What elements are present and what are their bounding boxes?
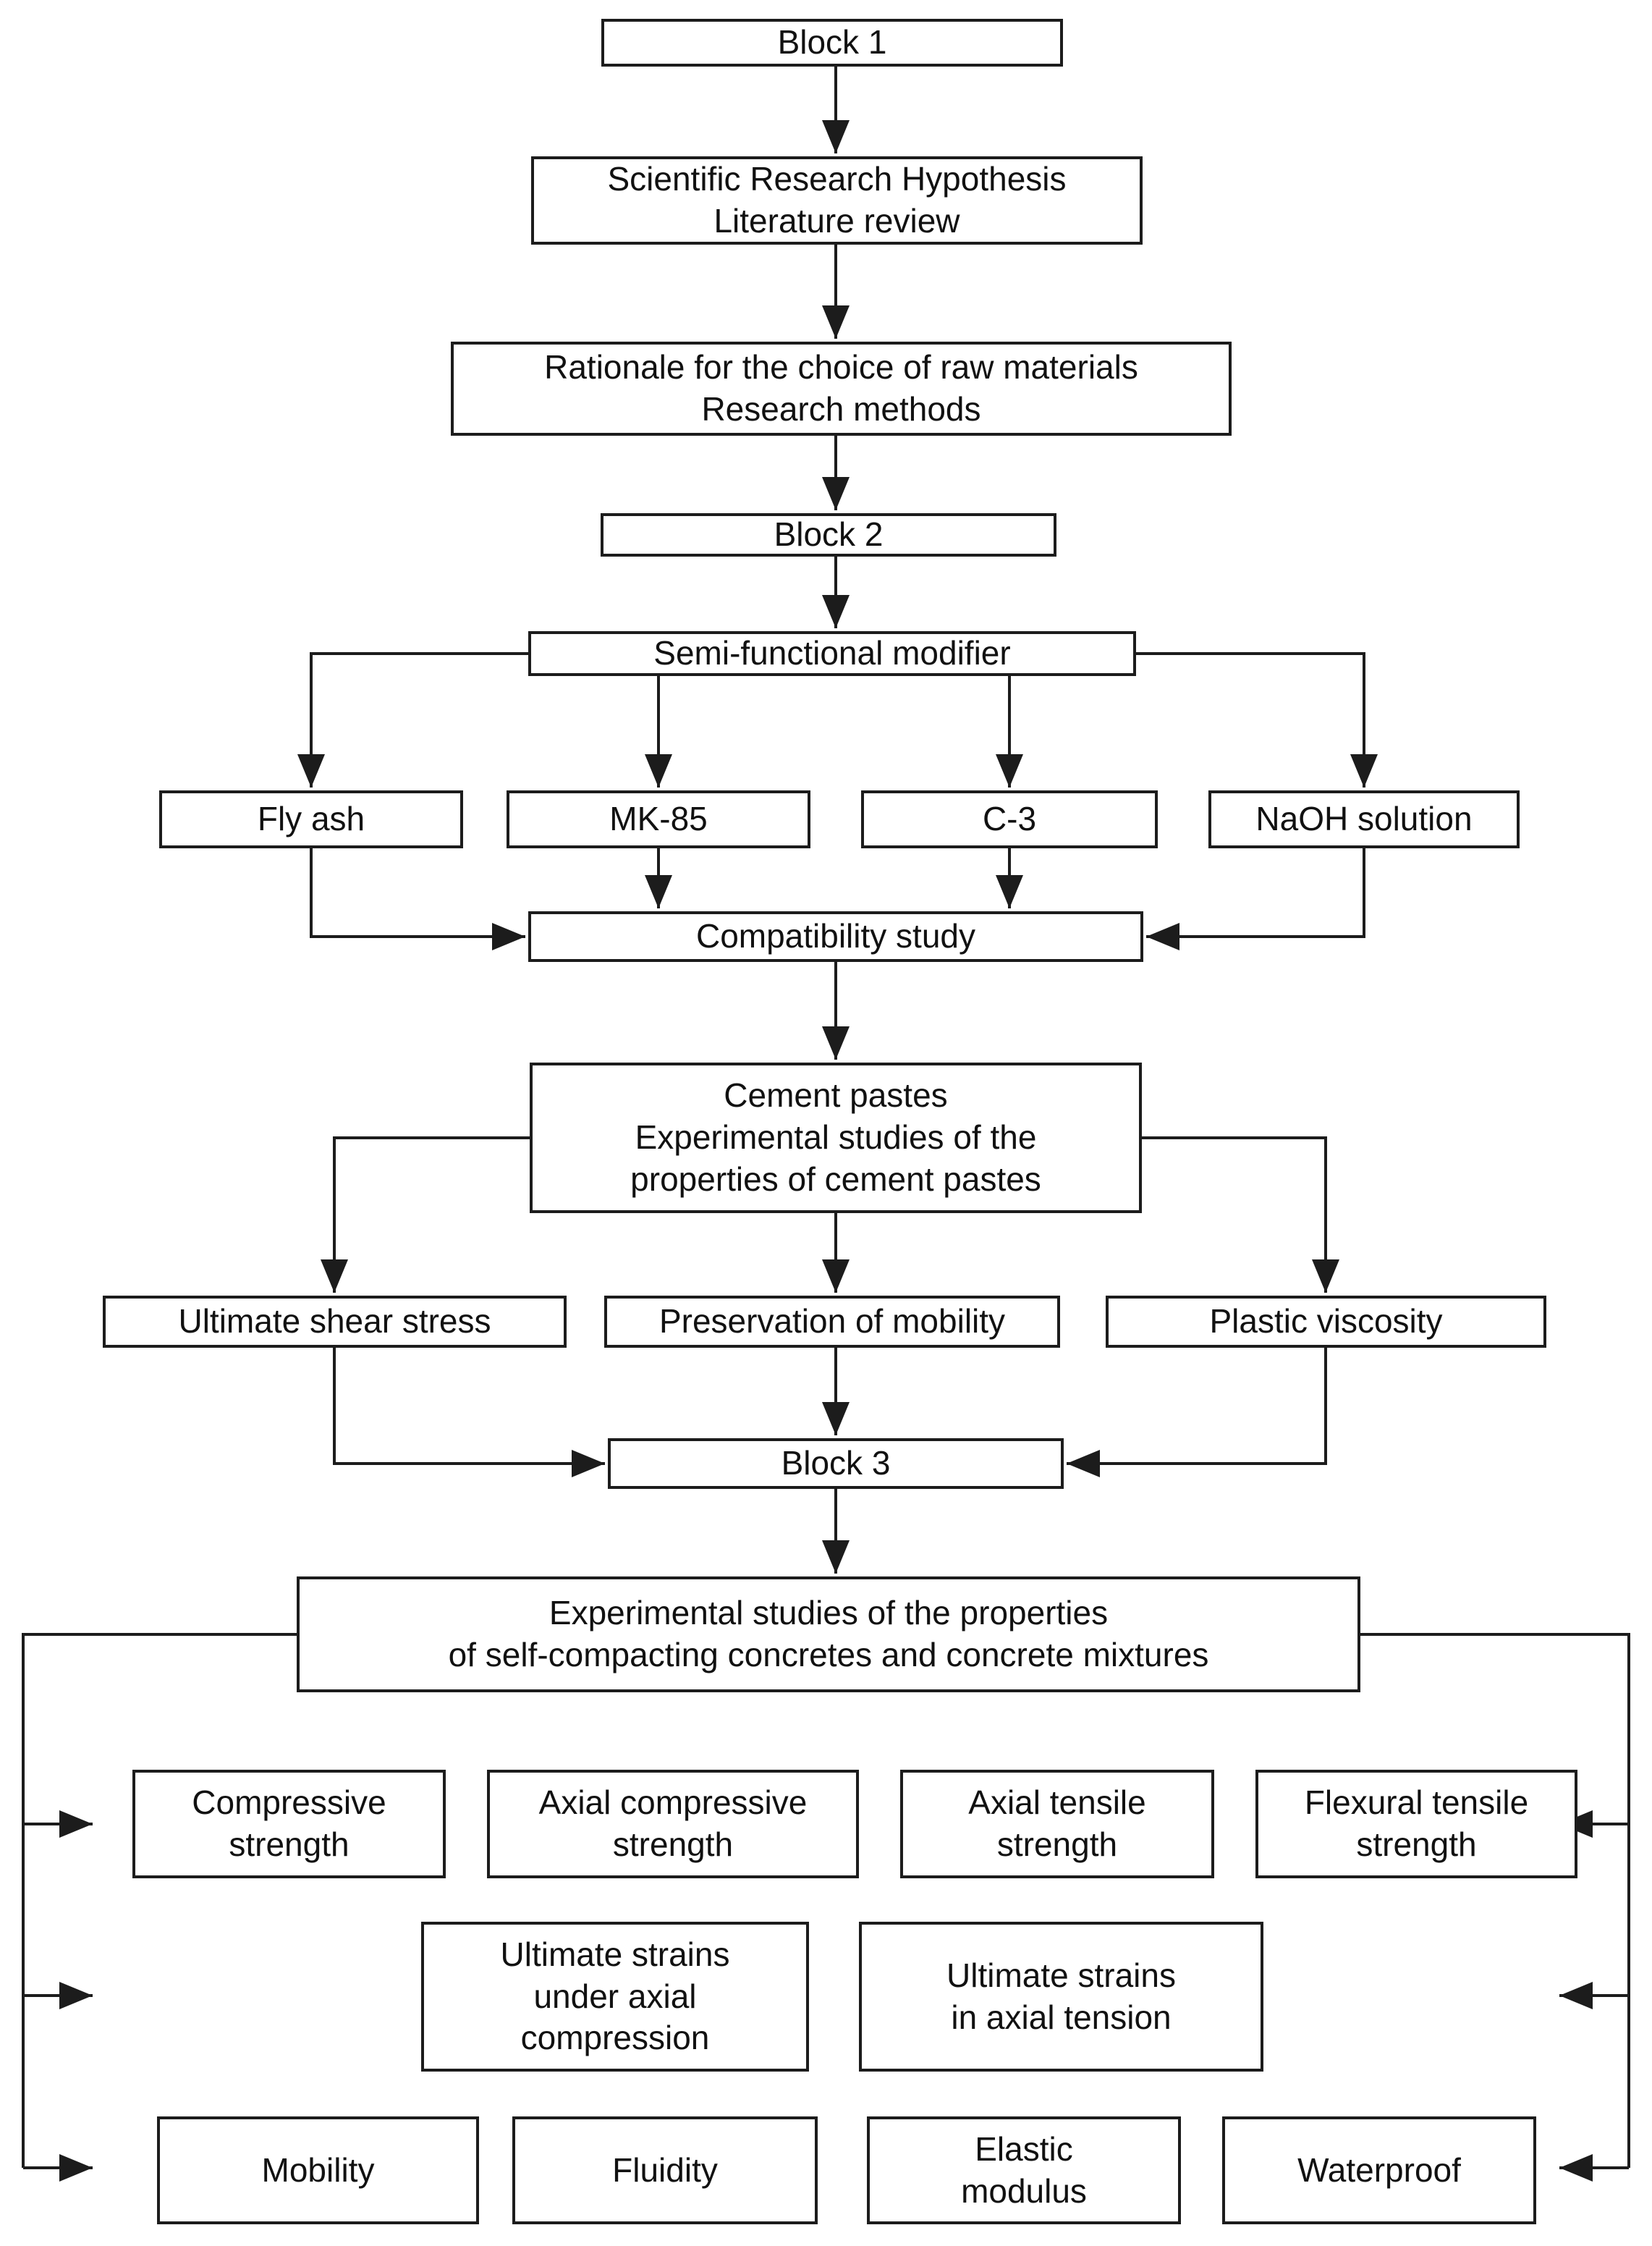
node-mobility: Mobility bbox=[157, 2116, 479, 2224]
arrow-fly-ash-to-compatibility bbox=[310, 848, 525, 950]
node-fluidity: Fluidity bbox=[512, 2116, 818, 2224]
rail-left bbox=[22, 1633, 297, 2168]
arrow-viscosity-to-block3 bbox=[1067, 1348, 1327, 1477]
arrow-modifier-to-fly-ash bbox=[297, 652, 528, 788]
node-compatibility-study: Compatibility study bbox=[528, 911, 1143, 962]
node-hypothesis: Scientific Research Hypothesis Literatur… bbox=[531, 156, 1143, 245]
arrow-shear-to-block3 bbox=[333, 1348, 605, 1477]
rail-right bbox=[1360, 1633, 1630, 2168]
node-axial-compressive-strength: Axial compressive strength bbox=[487, 1770, 859, 1878]
node-block2: Block 2 bbox=[601, 513, 1056, 557]
arrow-cement-to-shear bbox=[321, 1136, 530, 1293]
node-rationale: Rationale for the choice of raw material… bbox=[451, 342, 1232, 436]
node-ultimate-shear-stress: Ultimate shear stress bbox=[103, 1296, 567, 1348]
node-preservation-of-mobility: Preservation of mobility bbox=[604, 1296, 1060, 1348]
node-mk85: MK-85 bbox=[507, 790, 810, 848]
arrow-naoh-to-compatibility bbox=[1146, 848, 1365, 950]
node-axial-tensile-strength: Axial tensile strength bbox=[900, 1770, 1214, 1878]
node-ultimate-strains-compression: Ultimate strains under axial compression bbox=[421, 1922, 809, 2072]
node-block1: Block 1 bbox=[601, 19, 1063, 67]
node-cement-pastes: Cement pastes Experimental studies of th… bbox=[530, 1063, 1142, 1213]
node-fly-ash: Fly ash bbox=[159, 790, 463, 848]
node-ultimate-strains-tension: Ultimate strains in axial tension bbox=[859, 1922, 1263, 2072]
node-block3: Block 3 bbox=[608, 1438, 1064, 1489]
node-scc-studies: Experimental studies of the properties o… bbox=[297, 1576, 1360, 1692]
node-waterproof: Waterproof bbox=[1222, 2116, 1536, 2224]
arrow-modifier-to-naoh bbox=[1136, 652, 1378, 788]
node-plastic-viscosity: Plastic viscosity bbox=[1106, 1296, 1546, 1348]
node-elastic-modulus: Elastic modulus bbox=[867, 2116, 1181, 2224]
node-flexural-tensile-strength: Flexural tensile strength bbox=[1255, 1770, 1577, 1878]
node-compressive-strength: Compressive strength bbox=[132, 1770, 446, 1878]
node-c3: C-3 bbox=[861, 790, 1158, 848]
node-naoh-solution: NaOH solution bbox=[1208, 790, 1520, 848]
arrow-cement-to-viscosity bbox=[1142, 1136, 1339, 1293]
node-semi-functional-modifier: Semi-functional modifier bbox=[528, 631, 1136, 676]
